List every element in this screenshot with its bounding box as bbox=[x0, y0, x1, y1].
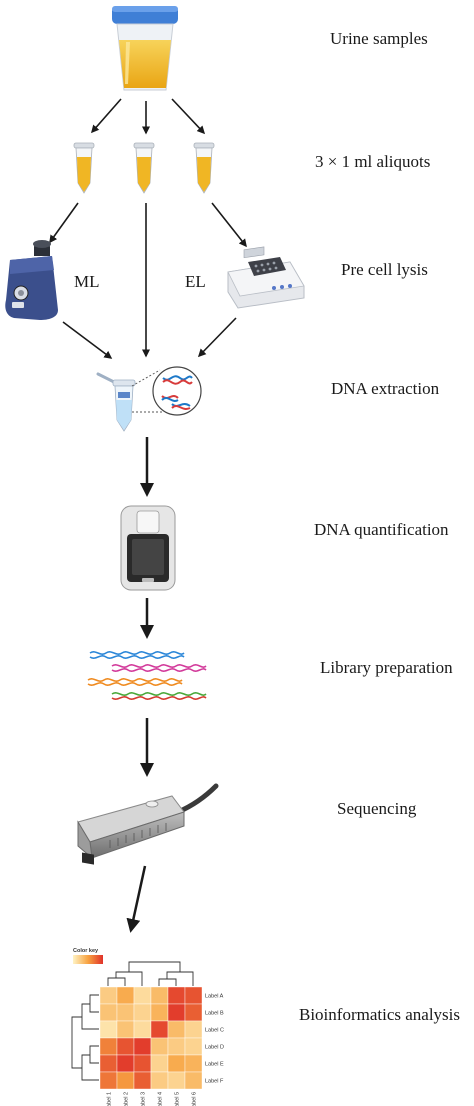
heatmap-cell bbox=[99, 1071, 118, 1090]
heatmap-row-label: Label A bbox=[205, 994, 224, 1000]
heatmap-col-label: Label 1 bbox=[107, 1092, 113, 1106]
heatmap-row-label: Label B bbox=[205, 1011, 224, 1017]
heatmap-cell bbox=[133, 1054, 152, 1073]
arrows-to-lysis bbox=[49, 202, 247, 358]
urine-cup-icon bbox=[112, 6, 178, 91]
heatmap-cell bbox=[116, 986, 135, 1005]
step-label-extraction: DNA extraction bbox=[331, 379, 440, 398]
heatmap-col-label: Label 4 bbox=[158, 1092, 164, 1106]
step-label-lysis: Pre cell lysis bbox=[341, 260, 428, 279]
heatmap-cell bbox=[116, 1037, 135, 1056]
fluorometer-icon bbox=[120, 505, 176, 591]
aliquot-tubes-icon bbox=[73, 142, 215, 194]
heatmap-cell bbox=[167, 986, 186, 1005]
step-label-sequencing: Sequencing bbox=[337, 799, 417, 818]
heatmap-col-label: Label 2 bbox=[124, 1092, 130, 1106]
row-dendrogram bbox=[71, 994, 99, 1081]
step-label-urine: Urine samples bbox=[330, 29, 428, 48]
dna-fragments-icon bbox=[87, 651, 207, 700]
heatmap-cell bbox=[150, 1003, 169, 1022]
heatmap-cell bbox=[133, 986, 152, 1005]
heatmap-row-label: Label D bbox=[205, 1045, 224, 1051]
heatmap-col-label: Label 6 bbox=[192, 1092, 198, 1106]
color-key-label: Color key bbox=[73, 948, 99, 954]
heatmap-cell bbox=[167, 1054, 186, 1073]
heatmap-row-label: Label E bbox=[205, 1062, 224, 1068]
sequencer-icon bbox=[77, 783, 219, 865]
heatmap-cell bbox=[184, 986, 203, 1005]
step-label-quantification: DNA quantification bbox=[314, 520, 449, 539]
lysis-label-el: EL bbox=[185, 272, 206, 291]
vortex-mixer-icon bbox=[5, 240, 58, 320]
arrows-to-extraction bbox=[62, 317, 237, 359]
heatmap-cell bbox=[133, 1020, 152, 1039]
heatmap-cell bbox=[99, 1003, 118, 1022]
column-dendrogram bbox=[107, 961, 194, 986]
heatmap-row-labels: Label A Label B Label C Label D Label E Label… bbox=[205, 994, 224, 1085]
heatmap-cell bbox=[184, 1054, 203, 1073]
step-label-library: Library preparation bbox=[320, 658, 453, 677]
heatmap-cell bbox=[184, 1037, 203, 1056]
heatmap-cell bbox=[99, 986, 118, 1005]
heatmap-col-labels: Label 1 Label 2 Label 3 Label 4 Label 5 Label… bbox=[107, 1092, 198, 1106]
heatmap-cell bbox=[167, 1071, 186, 1090]
heatmap-cell bbox=[133, 1037, 152, 1056]
heatmap-cell bbox=[116, 1054, 135, 1073]
heatmap-cell bbox=[150, 1054, 169, 1073]
heatmap-cell bbox=[167, 1037, 186, 1056]
dna-zoom-icon bbox=[131, 366, 202, 416]
heatmap-cell bbox=[150, 1037, 169, 1056]
heatmap-cell bbox=[99, 1054, 118, 1073]
heatmap-grid bbox=[99, 986, 203, 1090]
heatmap-cell bbox=[116, 1071, 135, 1090]
heatmap-cell bbox=[167, 1020, 186, 1039]
heatmap-cell bbox=[133, 1003, 152, 1022]
heatmap-cell bbox=[99, 1037, 118, 1056]
lysis-label-ml: ML bbox=[74, 272, 100, 291]
arrows-to-aliquots bbox=[91, 98, 206, 135]
extraction-tube-icon bbox=[96, 372, 136, 432]
heatmap-cell bbox=[184, 1003, 203, 1022]
heatmap-cell bbox=[167, 1003, 186, 1022]
step-label-bioinformatics: Bioinformatics analysis bbox=[299, 1005, 461, 1024]
color-key-bar bbox=[73, 955, 103, 964]
heatmap-cell bbox=[99, 1020, 118, 1039]
heatmap-cell bbox=[116, 1020, 135, 1039]
heatmap-cell bbox=[133, 1071, 152, 1090]
arrow-to-bioinformatics bbox=[126, 865, 147, 933]
heatmap-col-label: Label 3 bbox=[141, 1092, 147, 1106]
heatmap-cell bbox=[150, 986, 169, 1005]
heatmap-cell bbox=[116, 1003, 135, 1022]
heatmap-cell bbox=[184, 1020, 203, 1039]
heatmap-col-label: Label 5 bbox=[175, 1092, 181, 1106]
heatmap-row-label: Label C bbox=[205, 1028, 224, 1034]
heatmap-cell bbox=[150, 1071, 169, 1090]
step-label-aliquots: 3 × 1 ml aliquots bbox=[315, 152, 431, 171]
heat-block-icon bbox=[227, 246, 305, 309]
heatmap-cell bbox=[184, 1071, 203, 1090]
heatmap-row-label: Label F bbox=[205, 1079, 224, 1085]
heatmap-cell bbox=[150, 1020, 169, 1039]
